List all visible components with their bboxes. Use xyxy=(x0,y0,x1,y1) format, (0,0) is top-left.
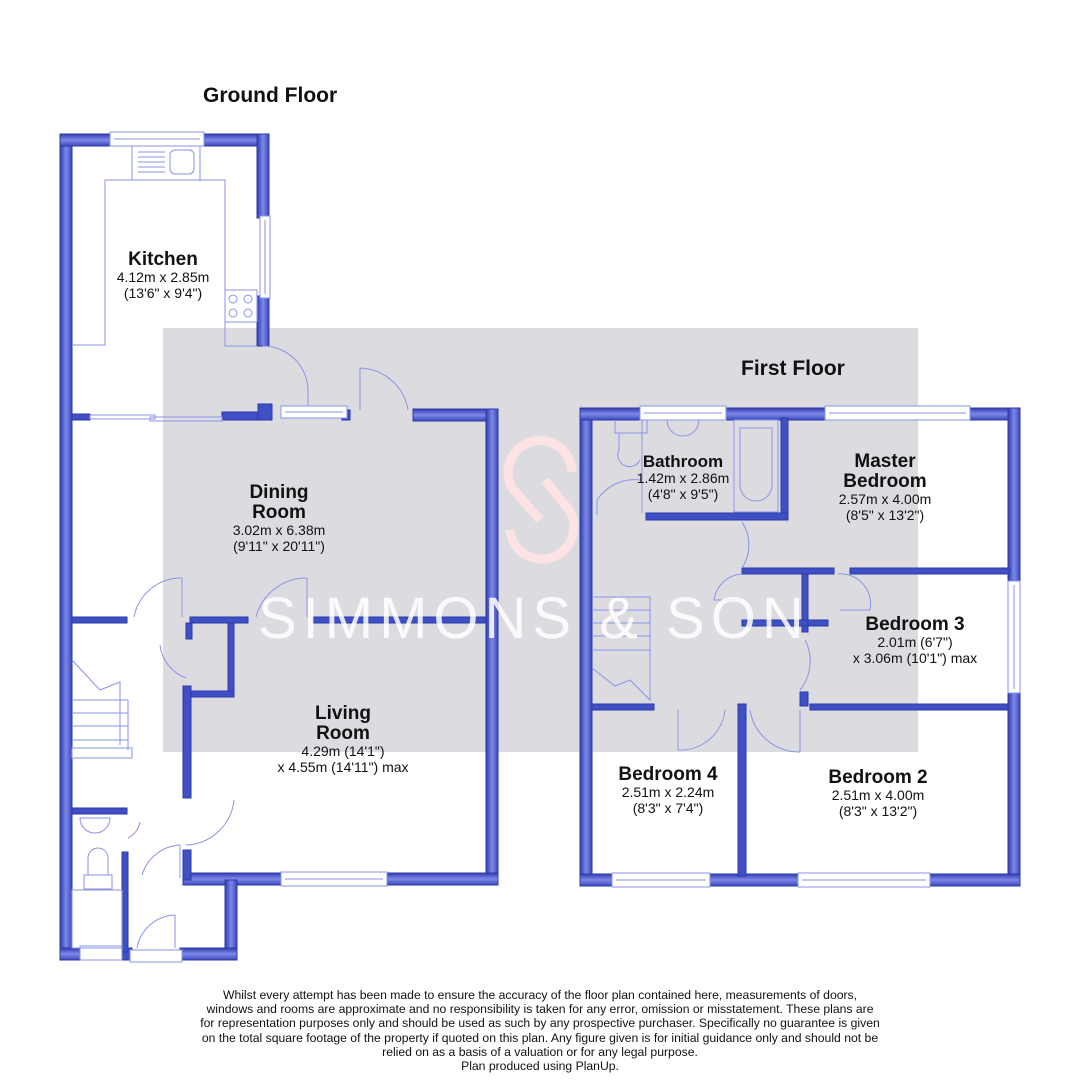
disclaimer-line: on the total square footage of the prope… xyxy=(201,1030,879,1045)
disclaimer-line: Whilst every attempt has been made to en… xyxy=(222,988,858,1002)
first-floor-walls xyxy=(579,407,1021,887)
room-bathroom: Bathroom 1.42m x 2.86m (4'8" x 9'5") xyxy=(636,452,730,502)
disclaimer-line: for representation purposes only and sho… xyxy=(200,1016,880,1031)
room-living-room: Living Room 4.29m (14'1") x 4.55m (14'11… xyxy=(277,703,409,775)
disclaimer: Whilst every attempt has been made to en… xyxy=(160,988,920,1073)
room-dining-room: Dining Room 3.02m x 6.38m (9'11" x 20'11… xyxy=(232,482,326,554)
watermark-band xyxy=(163,328,918,752)
watermark-text: SIMMONS & SON xyxy=(258,586,810,651)
disclaimer-credit: Plan produced using PlanUp. xyxy=(461,1059,619,1074)
first-floor-fixtures xyxy=(591,419,872,753)
first-floor-title: First Floor xyxy=(741,357,845,380)
room-bedroom-4: Bedroom 4 2.51m x 2.24m (8'3" x 7'4") xyxy=(618,764,718,816)
room-master-bedroom: Master Bedroom 2.57m x 4.00m (8'5" x 13'… xyxy=(838,451,932,523)
ground-floor-windows xyxy=(79,131,388,963)
first-floor-windows xyxy=(611,405,1021,888)
ground-floor-fixtures xyxy=(71,145,409,949)
room-kitchen: Kitchen 4.12m x 2.85m (13'6" x 9'4") xyxy=(116,249,210,301)
disclaimer-line: relied on as a basis of a valuation or f… xyxy=(382,1044,698,1059)
ground-floor-walls xyxy=(59,133,499,961)
ground-floor-title: Ground Floor xyxy=(203,84,338,107)
room-bedroom-3: Bedroom 3 2.01m (6'7") x 3.06m (10'1") m… xyxy=(852,614,978,666)
room-bedroom-2: Bedroom 2 2.51m x 4.00m (8'3" x 13'2") xyxy=(828,767,928,819)
disclaimer-line: windows and rooms are approximate and no… xyxy=(206,1002,874,1017)
s-logo-icon xyxy=(503,436,579,564)
